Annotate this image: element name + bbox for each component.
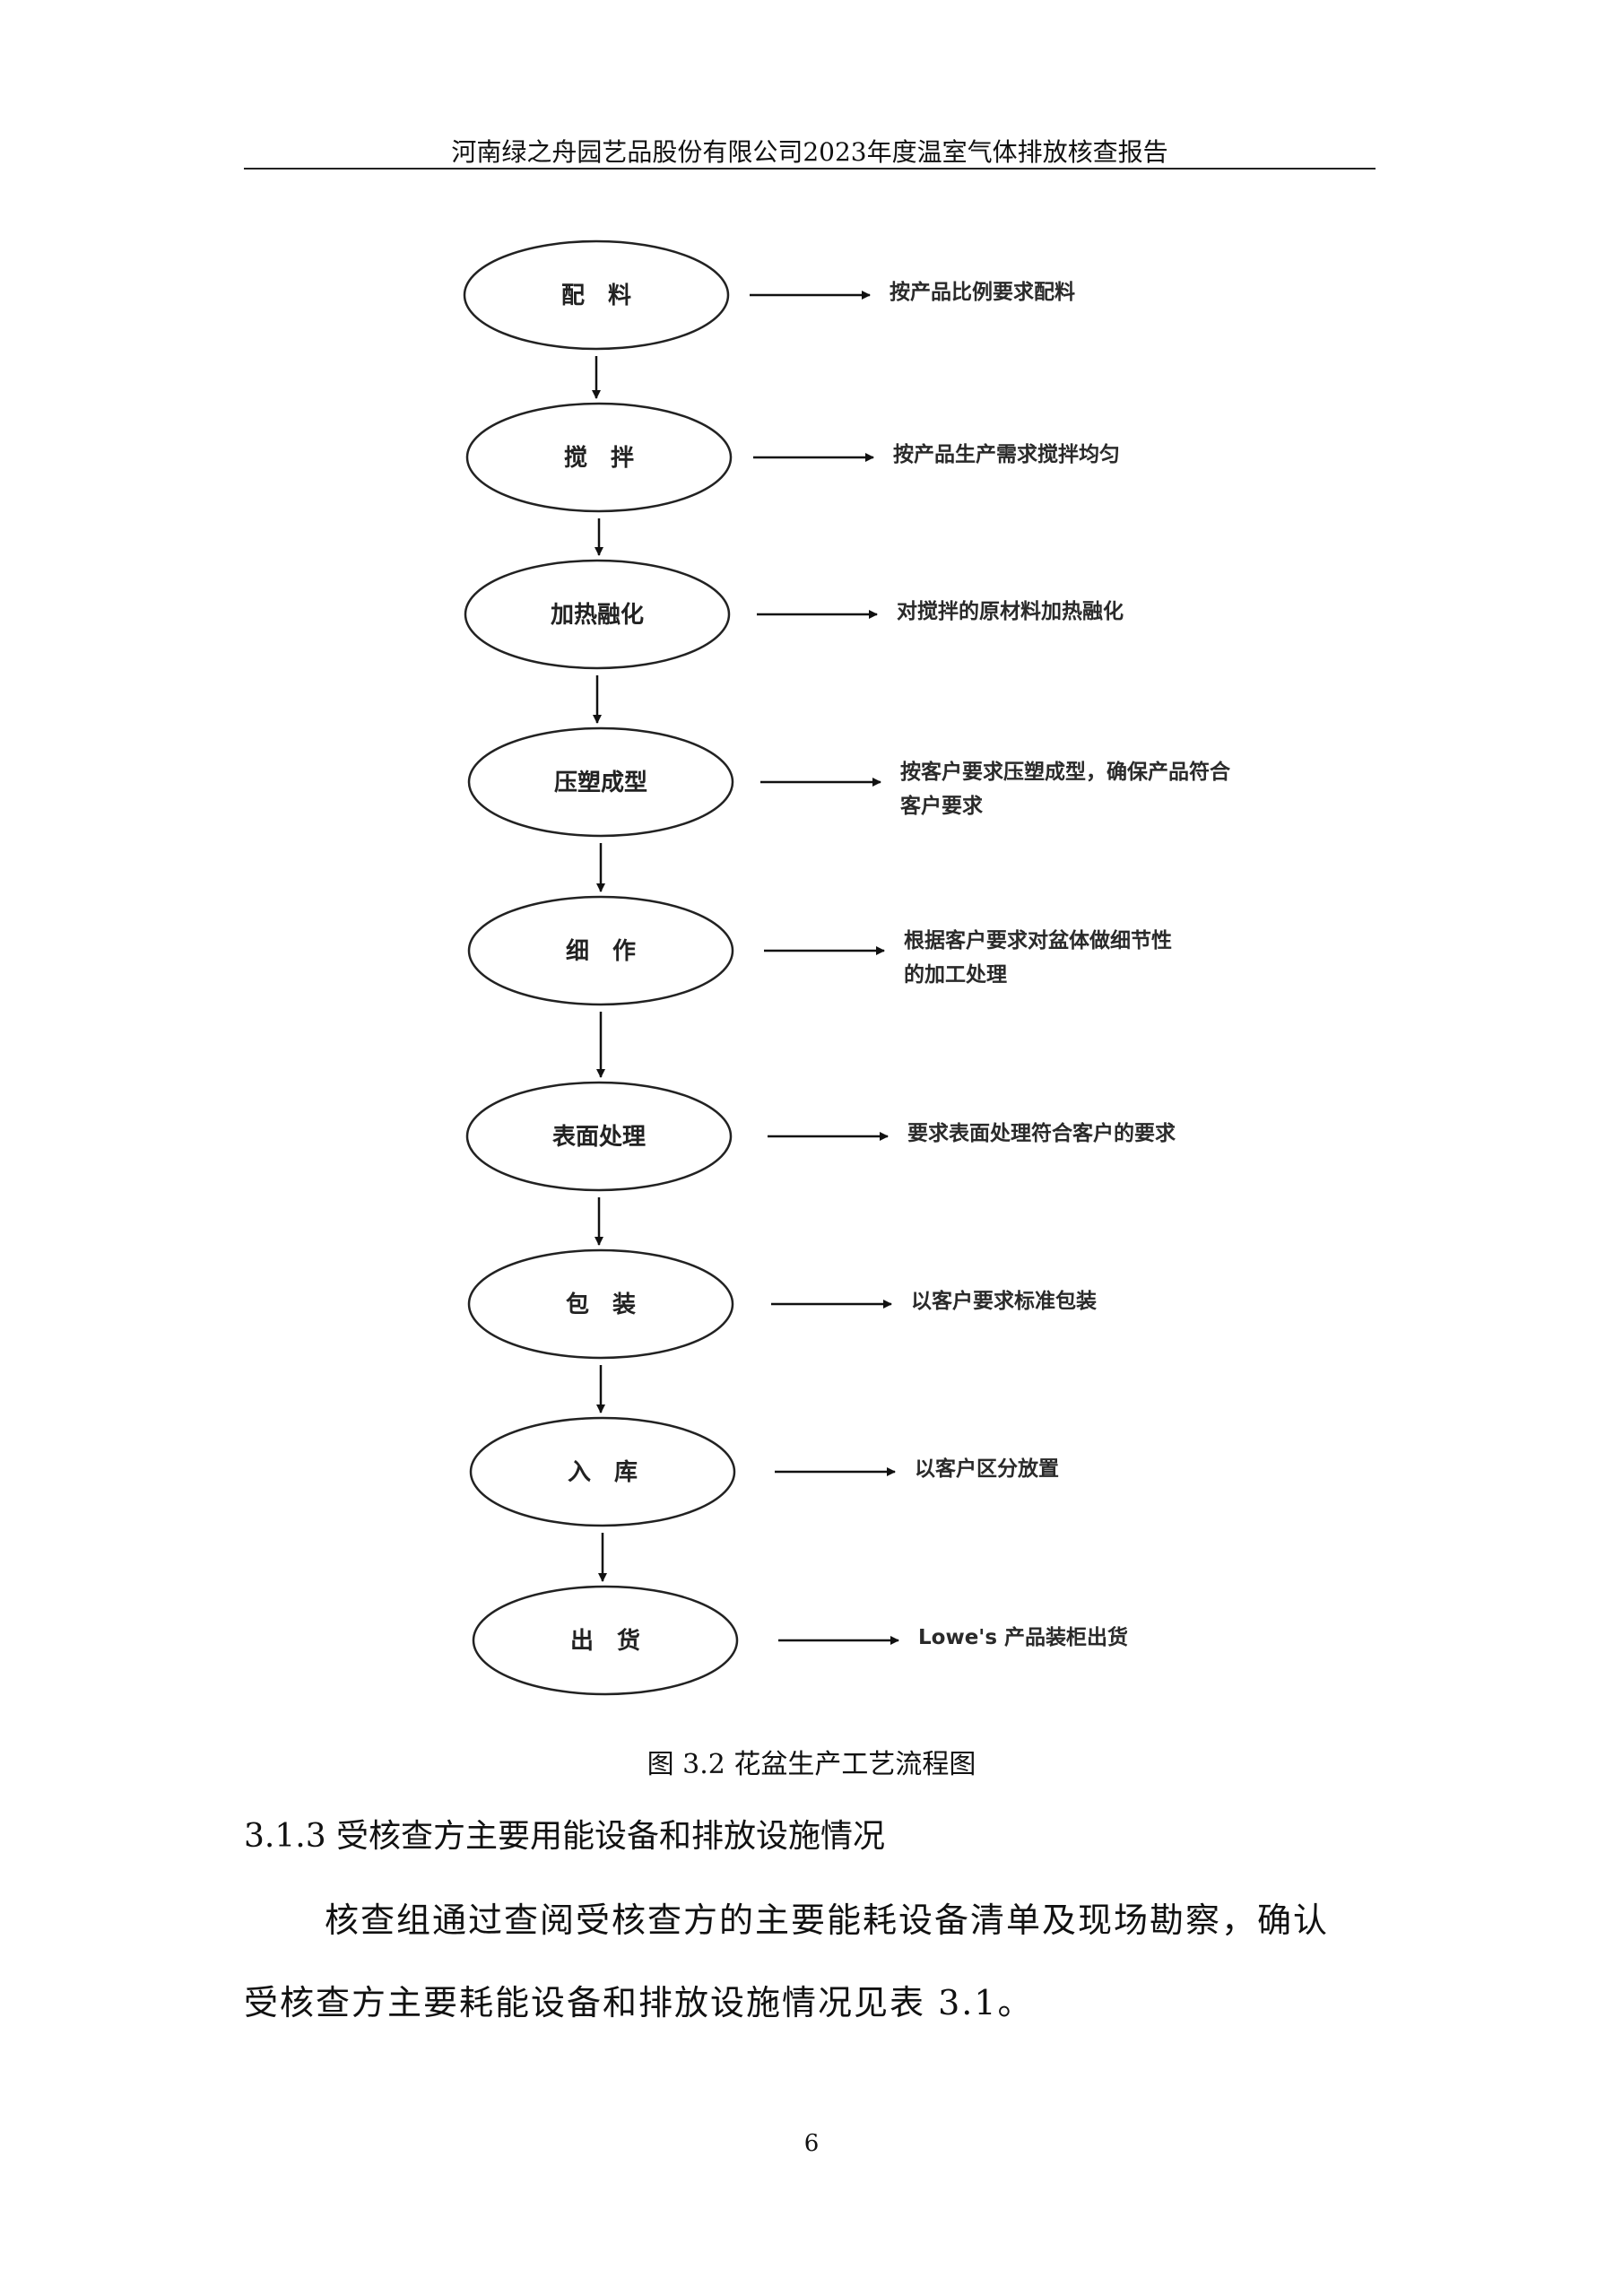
process-note: 按产品生产需求搅拌均匀 [893, 443, 1120, 466]
page-header: 河南绿之舟园艺品股份有限公司2023年度温室气体排放核查报告 [451, 137, 1168, 167]
process-node-label: 加热融化 [551, 602, 644, 629]
flow-step: 入 库 [469, 1416, 896, 1582]
flow-step: 压塑成型 [467, 726, 881, 892]
flow-step: 包 装 [467, 1248, 892, 1413]
process-node [465, 402, 733, 513]
process-node [469, 1416, 736, 1527]
process-note: 按产品比例要求配料 [890, 281, 1075, 304]
flow-step: 表面处理 [465, 1081, 889, 1246]
paragraph-line: 受核查方主要耗能设备和排放设施情况见表 3.1。 [244, 1983, 1034, 2022]
process-note: 以客户区分放置 [915, 1457, 1059, 1481]
process-note: 按客户要求压塑成型，确保产品符合 客户要求 [900, 761, 1230, 818]
process-note: 要求表面处理符合客户的要求 [907, 1122, 1176, 1145]
process-note: Lowe's 产品装柜出货 [918, 1626, 1129, 1649]
figure-caption: 图 3.2 花盆生产工艺流程图 [647, 1749, 976, 1780]
process-node-label: 入 库 [568, 1459, 638, 1486]
section-heading: 3.1.3 受核查方主要用能设备和排放设施情况 [244, 1818, 886, 1855]
process-node [467, 895, 734, 1006]
process-node [463, 239, 730, 351]
paragraph-line: 核查组通过查阅受核查方的主要能耗设备清单及现场勘察，确认 [325, 1900, 1330, 1940]
flow-step: 加热融化 [464, 559, 878, 724]
process-node-label: 细 作 [566, 937, 636, 965]
flow-step: 出 货 [472, 1585, 899, 1696]
process-note: 根据客户要求对盆体做细节性 的加工处理 [904, 929, 1172, 987]
process-node [464, 559, 731, 670]
process-node-label: 搅 拌 [564, 444, 634, 472]
process-node-label: 表面处理 [552, 1124, 646, 1151]
process-node [472, 1585, 739, 1696]
process-node-label: 压塑成型 [554, 770, 647, 796]
process-note: 以客户要求标准包装 [911, 1290, 1097, 1313]
process-node-label: 配 料 [561, 283, 631, 309]
process-node [465, 1081, 733, 1192]
process-node [467, 1248, 734, 1360]
flow-step: 配 料 [463, 239, 871, 399]
flow-step: 细 作 [467, 895, 885, 1078]
process-note: 对搅拌的原材料加热融化 [897, 600, 1124, 623]
flow-step: 搅 拌 [465, 402, 874, 556]
page-number: 6 [803, 2130, 820, 2157]
process-node-label: 出 货 [570, 1627, 640, 1655]
process-node-label: 包 装 [566, 1291, 636, 1318]
process-node [467, 726, 734, 838]
header-divider [244, 168, 1376, 170]
